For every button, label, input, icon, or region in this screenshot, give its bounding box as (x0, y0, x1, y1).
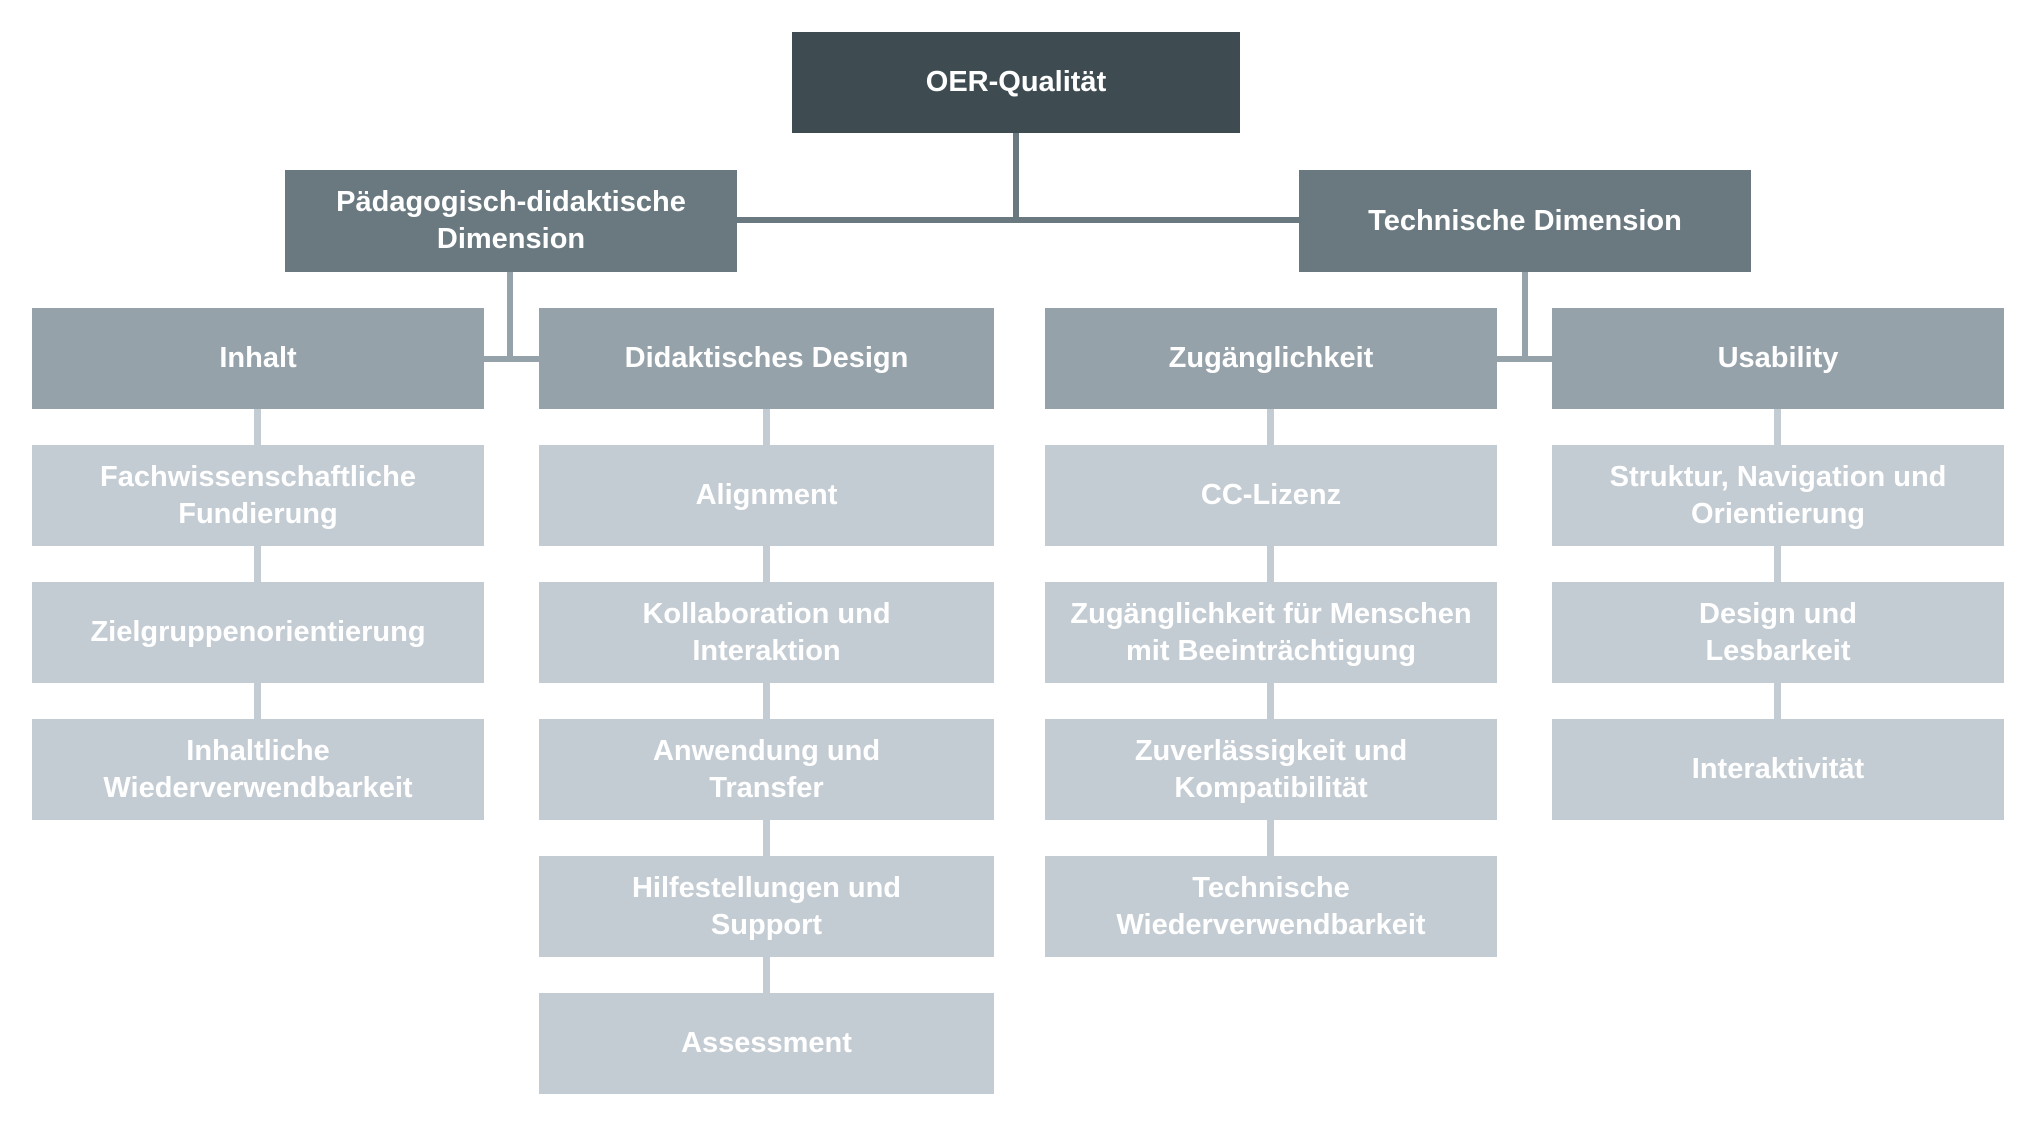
connector-col2-seg2 (763, 546, 770, 582)
node-design-und-lesbarkeit: Design und Lesbarkeit (1552, 582, 2004, 683)
node-label-line: Interaktion (692, 634, 841, 667)
connector-col4-seg1 (1774, 409, 1781, 445)
connector-dimension1-horizontal (484, 356, 540, 362)
connector-col2-seg5 (763, 957, 770, 993)
node-label-line: Dimension (436, 223, 586, 255)
node-usability: Usability (1552, 308, 2004, 409)
node-label-line: Kompatibilität (1174, 771, 1368, 804)
node-label-line: Zugänglichkeit (1168, 342, 1374, 374)
connector-root-horizontal (737, 217, 1299, 223)
node-technische-dimension: Technische Dimension (1299, 170, 1751, 272)
node-label-line: Pädagogisch-didaktische (336, 186, 686, 218)
node-inhaltliche-wiederverwendbarkeit: Inhaltliche Wiederverwendbarkeit (32, 719, 484, 820)
node-label-line: Usability (1717, 342, 1839, 374)
node-alignment: Alignment (539, 445, 994, 546)
node-paedagogisch-didaktische-dimension: Pädagogisch-didaktische Dimension (285, 170, 737, 272)
connector-col4-seg3 (1774, 683, 1781, 719)
node-interaktivitaet: Interaktivität (1552, 719, 2004, 820)
node-label-line: Technische (1192, 871, 1350, 904)
connector-col3-seg2 (1267, 546, 1274, 582)
node-label-line: Orientierung (1690, 497, 1865, 530)
connector-dimension1-vertical (507, 272, 513, 358)
node-label-line: Lesbarkeit (1705, 634, 1851, 667)
node-zuverlaessigkeit-und-kompatibilitaet: Zuverlässigkeit und Kompatibilität (1045, 719, 1497, 820)
node-label-line: Zuverlässigkeit und (1134, 734, 1408, 767)
node-label-line: CC-Lizenz (1200, 479, 1342, 511)
node-struktur-navigation-orientierung: Struktur, Navigation und Orientierung (1552, 445, 2004, 546)
node-label-line: Technische Dimension (1368, 204, 1682, 237)
node-assessment: Assessment (539, 993, 994, 1094)
node-label-line: Anwendung und (652, 734, 881, 767)
node-cc-lizenz: CC-Lizenz (1045, 445, 1497, 546)
connector-col2-seg4 (763, 820, 770, 856)
node-label-line: Inhaltliche (186, 734, 330, 767)
node-didaktisches-design: Didaktisches Design (539, 308, 994, 409)
node-label-line: Interaktivität (1691, 753, 1865, 785)
node-inhalt: Inhalt (32, 308, 484, 409)
node-label-line: Didaktisches Design (624, 342, 909, 374)
node-label-line: Wiederverwendbarkeit (1116, 908, 1426, 941)
node-oer-qualitaet: OER-Qualität (792, 32, 1240, 133)
node-label-line: Fundierung (178, 497, 338, 530)
connector-dimension2-vertical (1522, 272, 1528, 358)
node-zugaenglichkeit: Zugänglichkeit (1045, 308, 1497, 409)
connector-col2-seg1 (763, 409, 770, 445)
node-label-line: Zugänglichkeit für Menschen (1070, 597, 1472, 630)
node-zielgruppenorientierung: Zielgruppenorientierung (32, 582, 484, 683)
node-label-line: Support (710, 908, 823, 941)
node-label-line: Hilfestellungen und (631, 871, 902, 904)
connector-root-vertical (1013, 133, 1019, 220)
node-zugaenglichkeit-fuer-menschen: Zugänglichkeit für Menschen mit Beeinträ… (1045, 582, 1497, 683)
node-label-line: Transfer (709, 771, 824, 804)
connector-dimension2-horizontal (1497, 356, 1553, 362)
connector-col2-seg3 (763, 683, 770, 719)
node-technische-wiederverwendbarkeit: Technische Wiederverwendbarkeit (1045, 856, 1497, 957)
connector-col4-seg2 (1774, 546, 1781, 582)
connector-col1-seg2 (254, 546, 261, 582)
node-label-line: Assessment (681, 1027, 852, 1059)
connector-col3-seg1 (1267, 409, 1274, 445)
connector-col3-seg4 (1267, 820, 1274, 856)
node-label-line: Struktur, Navigation und (1609, 460, 1947, 493)
node-label-line: Fachwissenschaftliche (100, 460, 416, 493)
node-label-line: Wiederverwendbarkeit (103, 771, 413, 804)
node-label-line: Kollaboration und (642, 597, 891, 630)
node-kollaboration-und-interaktion: Kollaboration und Interaktion (539, 582, 994, 683)
node-hilfestellungen-und-support: Hilfestellungen und Support (539, 856, 994, 957)
node-label-line: Inhalt (219, 342, 297, 374)
node-label-line: mit Beeinträchtigung (1125, 634, 1416, 667)
node-fachwissenschaftliche-fundierung: Fachwissenschaftliche Fundierung (32, 445, 484, 546)
node-label-line: Alignment (695, 479, 838, 511)
connector-col1-seg3 (254, 683, 261, 719)
connector-col1-seg1 (254, 409, 261, 445)
connector-col3-seg3 (1267, 683, 1274, 719)
node-anwendung-und-transfer: Anwendung und Transfer (539, 719, 994, 820)
node-label-line: Zielgruppenorientierung (90, 616, 426, 648)
node-label-line: Design und (1699, 597, 1857, 630)
node-label-line: OER-Qualität (925, 66, 1107, 98)
